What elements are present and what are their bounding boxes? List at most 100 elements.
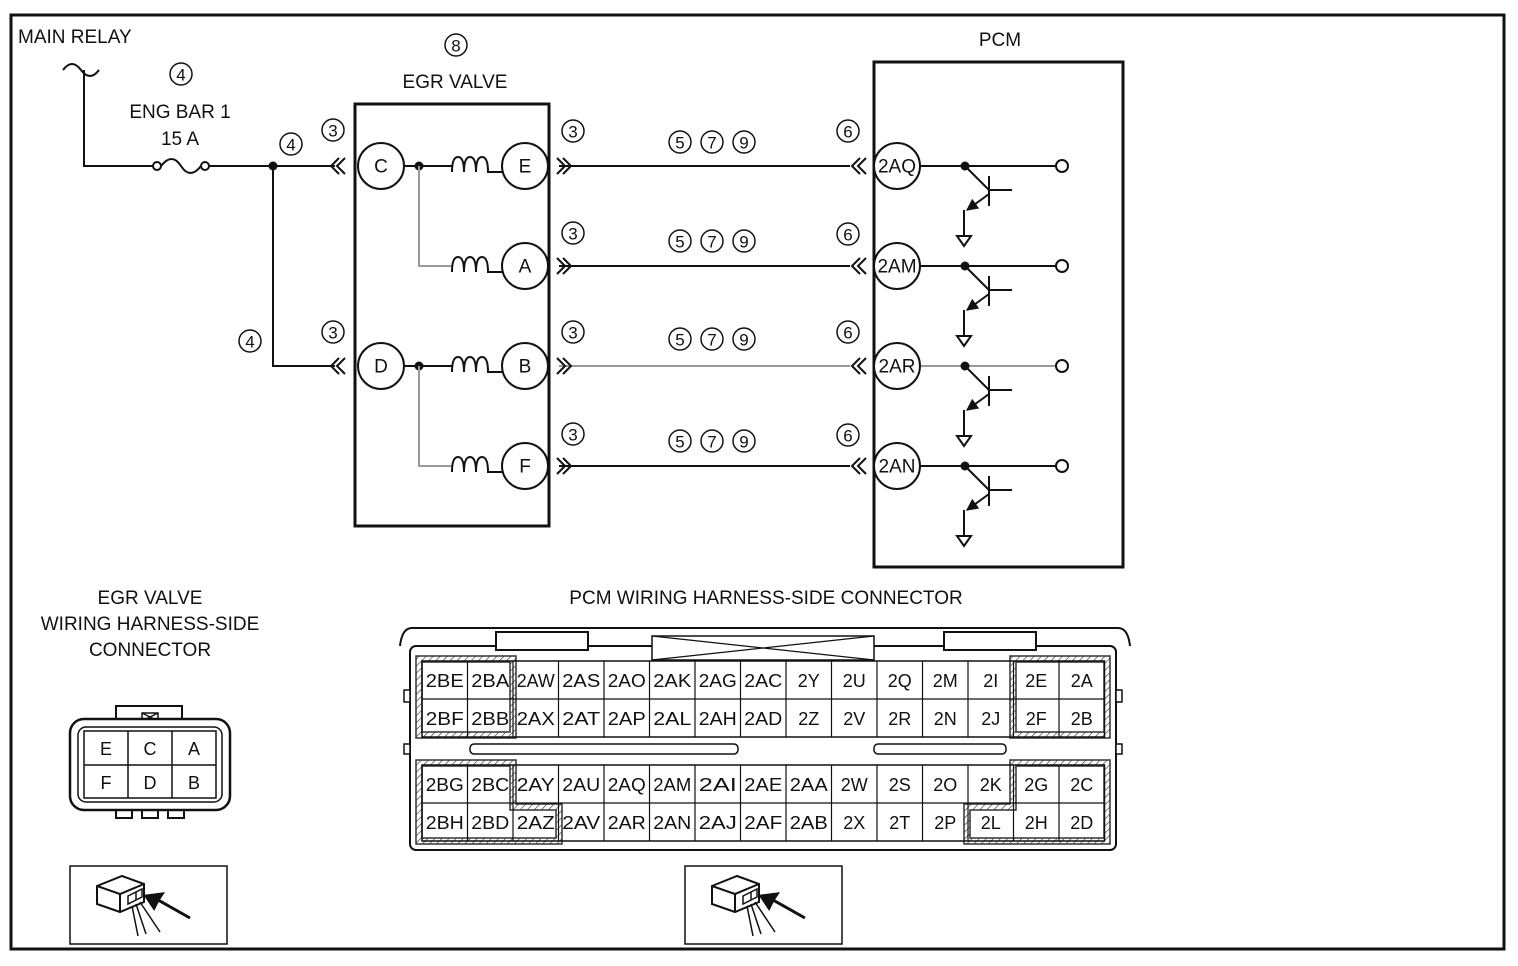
egr-connector-cell: E (100, 739, 112, 759)
egr-connector-cell: B (188, 773, 200, 793)
harness-callouts: 5 7 9 (668, 327, 756, 351)
svg-text:2AN: 2AN (879, 457, 916, 478)
egr-connector-chevron (556, 257, 573, 275)
egr-valve-label: EGR VALVE (403, 72, 508, 93)
pcm-pin-cell: 2BD (471, 813, 509, 833)
egr-connector-callout: 3 (561, 221, 585, 245)
egr-connector-face (68, 705, 232, 819)
egr-pin-a: A (501, 242, 549, 290)
svg-text:C: C (374, 157, 388, 178)
egr-coil (451, 255, 502, 273)
pcm-pin-cell: 2K (980, 775, 1002, 795)
svg-text:8: 8 (451, 37, 460, 56)
power-branch-wire (272, 166, 335, 367)
egr-internal-wire (418, 166, 452, 267)
pcm-pin-cell: 2AD (744, 709, 782, 729)
egr-connector-cell: D (144, 773, 157, 793)
pcm-pin-cell: 2A (1071, 671, 1093, 691)
pcm-driver-2aq: 2AQ (873, 142, 1069, 248)
egr-connector-callout: 3 (561, 422, 585, 446)
pcm-pin-cell: 2J (981, 709, 1000, 729)
svg-text:6: 6 (843, 324, 852, 343)
pcm-pin-cell: 2C (1070, 775, 1093, 795)
pcm-pin-cell: 2P (934, 813, 956, 833)
egr-connector-grid: E C A F D B (83, 730, 217, 799)
svg-text:7: 7 (707, 233, 716, 252)
fuse-name-label: ENG BAR 1 (129, 102, 230, 123)
svg-text:2AM: 2AM (877, 257, 916, 278)
pcm-pin-cell: 2AP (608, 709, 646, 729)
pcm-pin-cell: 2AR (608, 813, 646, 833)
pcm-pin-cell: 2AA (790, 775, 828, 795)
pcm-pin-cell: 2AZ (517, 813, 555, 833)
fuse-rating-label: 15 A (161, 129, 199, 150)
egr-component-callout: 8 (444, 33, 468, 57)
pcm-pin-cell: 2V (843, 709, 865, 729)
svg-text:D: D (374, 357, 388, 378)
pcm-connector-chevron (850, 357, 867, 375)
pcm-pin-cell: 2B (1071, 709, 1093, 729)
pcm-pin-cell: 2G (1024, 775, 1048, 795)
pcm-connector-callout: 6 (836, 222, 860, 246)
pcm-pin-cell: 2O (933, 775, 957, 795)
egr-connector-chevron (329, 157, 346, 175)
svg-text:3: 3 (328, 324, 337, 343)
pcm-pin-cell: 2M (933, 671, 958, 691)
svg-text:3: 3 (328, 122, 337, 141)
egr-coil (451, 355, 502, 373)
pcm-connector-title: PCM WIRING HARNESS-SIDE CONNECTOR (569, 588, 962, 609)
egr-connector-chevron (556, 357, 573, 375)
pcm-pin-cell: 2T (889, 813, 910, 833)
pcm-pin-cell: 2H (1025, 813, 1048, 833)
pcm-pin-cell: 2AG (699, 671, 737, 691)
egr-pin-e: E (501, 142, 549, 190)
egr-connector-chevron (329, 357, 346, 375)
egr-valve-box (353, 102, 551, 528)
egr-coil (451, 155, 502, 173)
pcm-label: PCM (979, 30, 1021, 51)
svg-text:9: 9 (739, 233, 748, 252)
main-relay-label: MAIN RELAY (18, 27, 132, 48)
pcm-connector-view-icon (684, 865, 843, 945)
svg-text:5: 5 (675, 134, 684, 153)
pcm-pin-cell: 2BH (426, 813, 464, 833)
pcm-pin-cell: 2Z (798, 709, 819, 729)
pcm-pin-cell: 2AQ (608, 775, 646, 795)
egr-connector-cell: A (188, 739, 200, 759)
pcm-pin-cell: 2R (888, 709, 911, 729)
pcm-pin-cell: 2AC (744, 671, 782, 691)
pcm-pin-cell: 2I (983, 671, 998, 691)
pcm-connector-chevron (850, 457, 867, 475)
egr-pin-b: B (501, 342, 549, 390)
pcm-connector-callout: 6 (836, 423, 860, 447)
pcm-driver-2an: 2AN (873, 442, 1069, 548)
svg-text:6: 6 (843, 226, 852, 245)
svg-text:5: 5 (675, 433, 684, 452)
svg-text:5: 5 (675, 331, 684, 350)
pcm-pin-cell: 2AX (517, 709, 555, 729)
pcm-pin-cell: 2Y (798, 671, 820, 691)
junction-left-callout: 4 (238, 329, 262, 353)
pcm-driver-2am: 2AM (873, 242, 1069, 348)
svg-text:7: 7 (707, 433, 716, 452)
pcm-pin-cell: 2F (1026, 709, 1047, 729)
pcm-pin-cell: 2AU (562, 775, 600, 795)
pcm-box (872, 60, 1125, 569)
svg-text:A: A (519, 257, 532, 278)
egr-connector-view-icon (69, 865, 228, 945)
egr-connector-callout: 3 (561, 320, 585, 344)
svg-text:7: 7 (707, 134, 716, 153)
pcm-pin-cell: 2AJ (699, 813, 737, 833)
pcm-pin-cell: 2BB (471, 709, 509, 729)
svg-text:9: 9 (739, 331, 748, 350)
egr-connector-callout: 3 (561, 119, 585, 143)
pcm-pin-cell: 2D (1070, 813, 1093, 833)
junction-top-callout: 4 (279, 132, 303, 156)
pcm-pin-cell: 2E (1025, 671, 1047, 691)
egr-pin-c: C (357, 142, 405, 190)
svg-text:E: E (519, 157, 532, 178)
egr-internal-wire (418, 366, 452, 467)
pcm-pin-cell: 2AT (562, 709, 600, 729)
relay-feed-wire (83, 70, 157, 167)
